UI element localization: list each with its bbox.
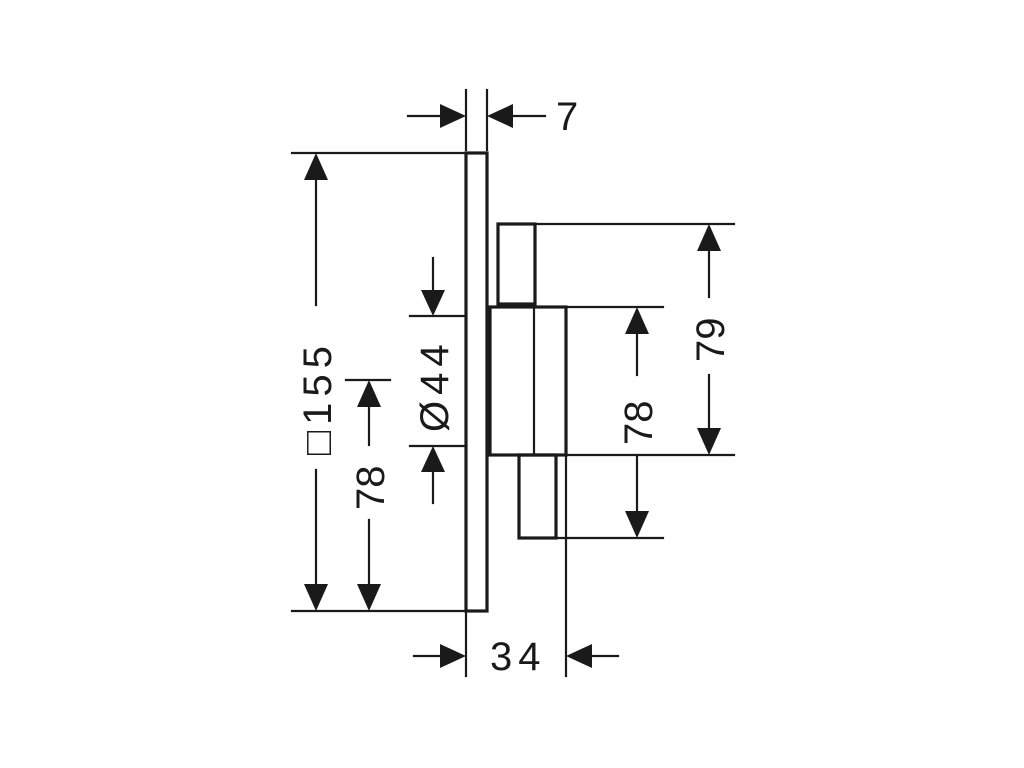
dim-knob-diameter: Ø44 [408,256,466,505]
dim-upper-height: 79 [535,222,736,457]
dim-plate-thickness: 7 [406,88,578,152]
dim-label-plate-size: □155 [296,340,340,455]
dim-right-offset: 78 [556,305,665,540]
lower-handle [517,453,558,540]
dim-depth: 34 [412,455,620,679]
dim-label-plate-thickness: 7 [556,95,578,139]
dim-left-offset: 78 [344,378,393,611]
dim-label-depth: 34 [490,635,547,679]
dim-label-right-offset: 78 [617,401,661,446]
central-body [488,305,568,457]
wall-plate [464,151,489,613]
dim-plate-size: □155 [290,151,466,613]
dim-label-knob-diameter: Ø44 [413,338,457,432]
dim-label-left-offset: 78 [349,466,393,511]
dim-label-upper-height: 79 [689,318,733,363]
product-outline [464,151,568,613]
upper-handle [496,222,537,306]
